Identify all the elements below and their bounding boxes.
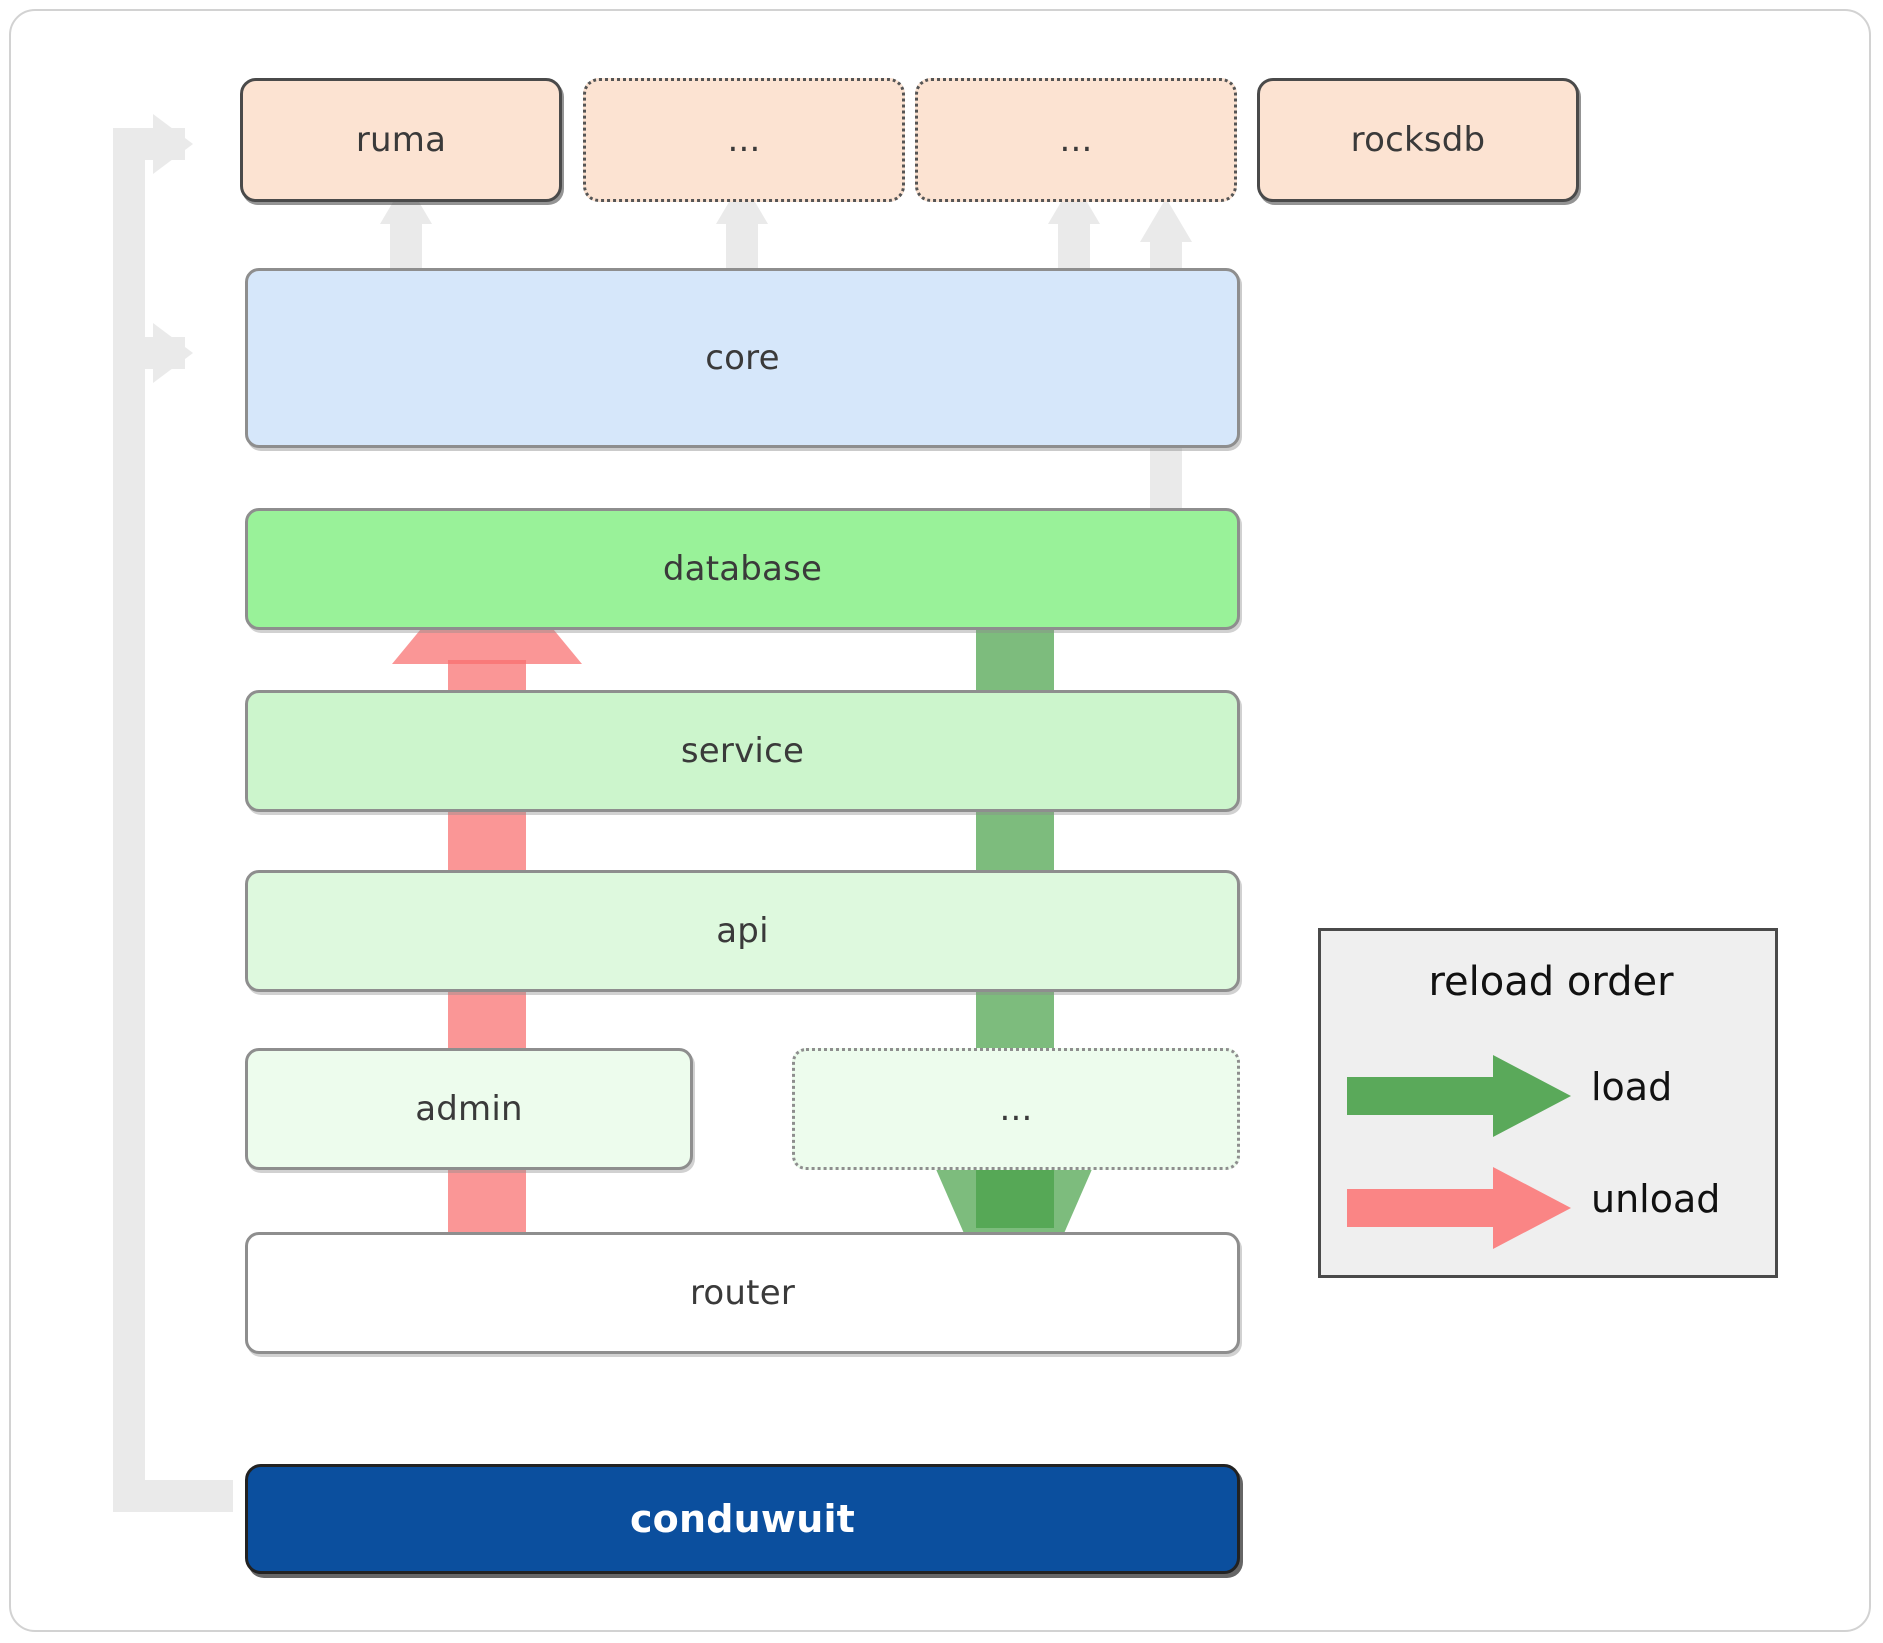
node-dependency-2-label: ... [727, 120, 761, 160]
diagram-card [9, 9, 1871, 1632]
node-rocksdb[interactable]: rocksdb [1257, 78, 1579, 202]
node-more-label: ... [999, 1089, 1033, 1129]
node-core[interactable]: core [245, 268, 1240, 448]
node-service-label: service [680, 731, 805, 771]
node-api[interactable]: api [245, 870, 1240, 992]
legend-unload-label: unload [1591, 1177, 1721, 1221]
legend-unload-shaft [1347, 1189, 1517, 1227]
node-service[interactable]: service [245, 690, 1240, 812]
connector-left-trunk [113, 128, 145, 1512]
node-conduwuit[interactable]: conduwuit [245, 1464, 1240, 1574]
node-rocksdb-label: rocksdb [1350, 120, 1486, 160]
connector-arrow-ruma [153, 114, 193, 174]
legend-panel: reload order load unload [1318, 928, 1778, 1278]
legend-load-arrowhead [1493, 1055, 1571, 1137]
connector-core-to-dep3-stem [1058, 222, 1090, 270]
node-dependency-2[interactable]: ... [583, 78, 905, 202]
legend-unload-arrowhead [1493, 1167, 1571, 1249]
connector-arrow-core [153, 323, 193, 383]
legend-row-unload: unload [1321, 1153, 1781, 1263]
node-ruma-label: ruma [355, 120, 447, 160]
node-more[interactable]: ... [792, 1048, 1240, 1170]
connector-arrow-rocksdb [1140, 198, 1192, 242]
legend-load-label: load [1591, 1065, 1673, 1109]
node-core-label: core [705, 338, 780, 378]
node-router-label: router [689, 1273, 795, 1313]
connector-core-to-ruma-stem [390, 222, 422, 270]
legend-title: reload order [1428, 959, 1674, 1005]
legend-row-load: load [1321, 1041, 1781, 1151]
legend-load-shaft [1347, 1077, 1517, 1115]
node-database[interactable]: database [245, 508, 1240, 630]
connector-core-to-dep2-stem [726, 222, 758, 270]
node-conduwuit-label: conduwuit [629, 1497, 856, 1541]
node-dependency-3-label: ... [1059, 120, 1093, 160]
node-router[interactable]: router [245, 1232, 1240, 1354]
node-database-label: database [662, 549, 823, 589]
connector-left-to-app [113, 1480, 233, 1512]
node-admin-label: admin [415, 1089, 523, 1129]
node-api-label: api [716, 911, 769, 951]
node-ruma[interactable]: ruma [240, 78, 562, 202]
node-admin[interactable]: admin [245, 1048, 693, 1170]
node-dependency-3[interactable]: ... [915, 78, 1237, 202]
